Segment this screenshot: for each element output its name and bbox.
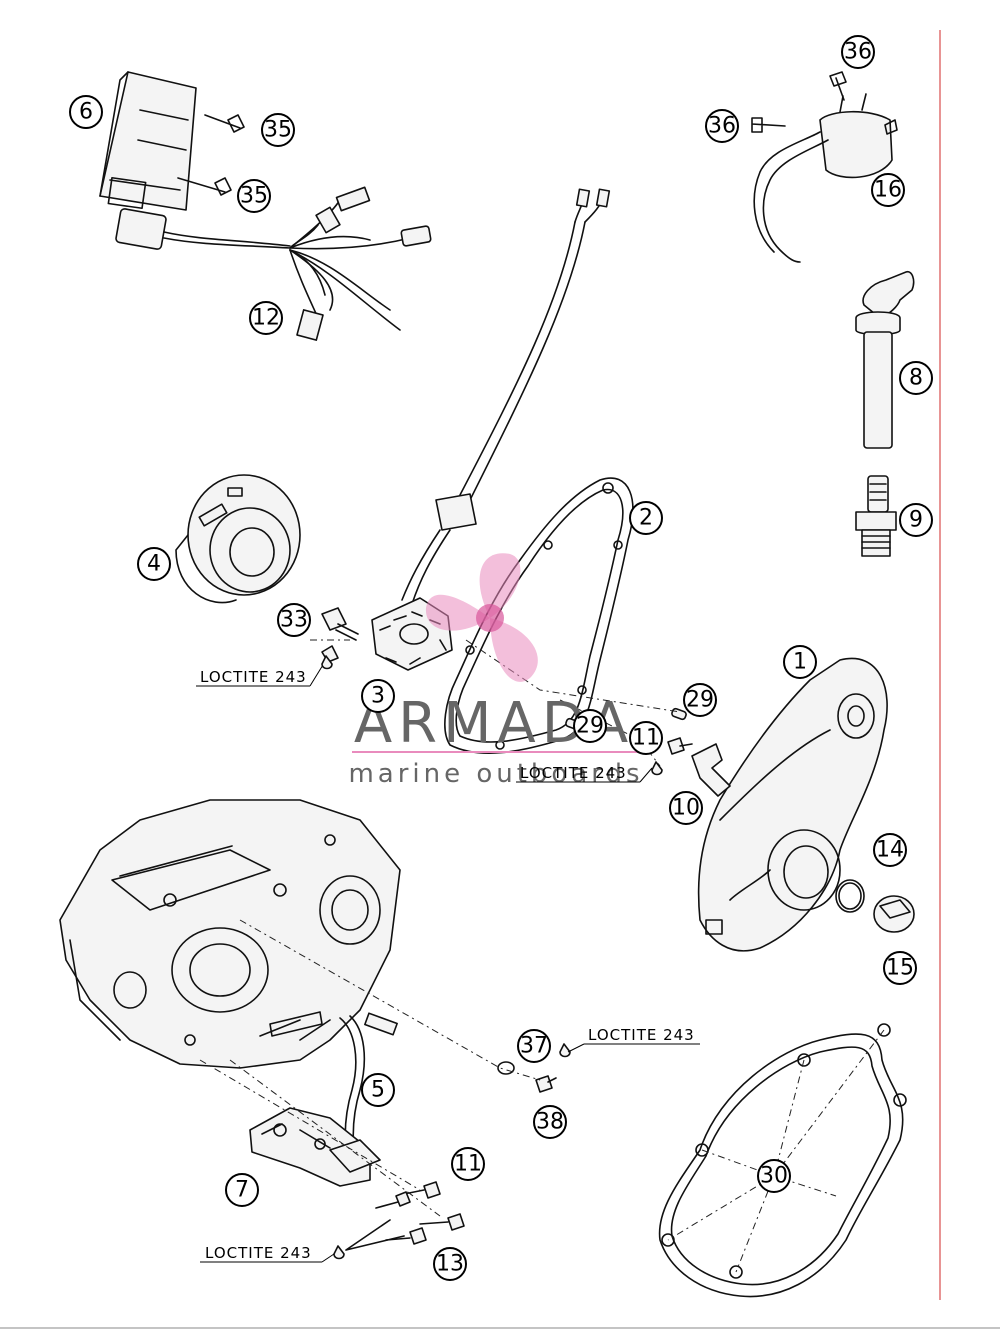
ignition-coil — [753, 93, 898, 263]
callout-12: 12 — [249, 301, 283, 335]
svg-text:29: 29 — [686, 688, 714, 713]
ignition-cover — [697, 657, 888, 952]
bolt-35-upper — [204, 114, 245, 133]
loctite-note-holder: LOCTITE 243 — [200, 1244, 335, 1263]
bolt-36-top — [829, 71, 847, 101]
o-ring — [835, 879, 865, 913]
callout-6: 6 — [69, 95, 103, 129]
svg-text:11: 11 — [632, 726, 660, 751]
callout-7: 7 — [225, 1173, 259, 1207]
callout-35-upper: 35 — [261, 113, 295, 147]
dowel-pin-upper — [671, 707, 687, 721]
svg-text:35: 35 — [240, 184, 268, 209]
callout-33: 33 — [277, 603, 311, 637]
callout-9: 9 — [899, 503, 933, 537]
svg-text:6: 6 — [79, 100, 93, 125]
svg-text:2: 2 — [639, 506, 653, 531]
cover-plug — [873, 895, 915, 933]
bolt-38 — [535, 1075, 557, 1093]
callout-37: 37 — [517, 1029, 551, 1063]
svg-text:33: 33 — [280, 608, 308, 633]
callout-35-lower: 35 — [237, 179, 271, 213]
svg-text:36: 36 — [708, 114, 736, 139]
spark-plug-connector — [855, 270, 915, 449]
svg-text:30: 30 — [760, 1164, 788, 1189]
svg-text:LOCTITE 243: LOCTITE 243 — [520, 764, 627, 782]
svg-text:13: 13 — [436, 1252, 464, 1277]
callout-11-lower: 11 — [451, 1147, 485, 1181]
svg-text:LOCTITE 243: LOCTITE 243 — [205, 1244, 312, 1262]
watermark-propeller-logo — [425, 553, 538, 682]
callout-30: 30 — [757, 1159, 791, 1193]
loctite-drop-37 — [559, 1043, 571, 1058]
svg-text:8: 8 — [909, 366, 923, 391]
watermark: ARMADA marine outboards — [348, 553, 643, 789]
svg-text:37: 37 — [520, 1034, 548, 1059]
outer-gasket — [658, 1023, 907, 1298]
svg-text:9: 9 — [909, 508, 923, 533]
svg-text:3: 3 — [371, 684, 385, 709]
holder-bolt-11 — [403, 1181, 441, 1199]
callout-14: 14 — [873, 833, 907, 867]
bolt-35-lower — [177, 177, 232, 196]
loctite-note-bolt-38: LOCTITE 243 — [567, 1026, 700, 1053]
loctite-note-stator: LOCTITE 243 — [196, 655, 333, 687]
svg-text:LOCTITE 243: LOCTITE 243 — [588, 1026, 695, 1044]
loctite-note-bracket: LOCTITE 243 — [516, 761, 663, 783]
svg-text:35: 35 — [264, 118, 292, 143]
callout-2: 2 — [629, 501, 663, 535]
svg-text:36: 36 — [844, 40, 872, 65]
callout-8: 8 — [899, 361, 933, 395]
flywheel-rotor — [175, 474, 301, 604]
callout-29-upper: 29 — [683, 683, 717, 717]
svg-text:29: 29 — [576, 714, 604, 739]
callout-3: 3 — [361, 679, 395, 713]
svg-text:14: 14 — [876, 838, 904, 863]
callout-1: 1 — [783, 645, 817, 679]
svg-text:12: 12 — [252, 306, 280, 331]
bracket-bolt — [667, 737, 693, 755]
svg-text:10: 10 — [672, 796, 700, 821]
callout-36-top: 36 — [841, 35, 875, 69]
callout-13: 13 — [433, 1247, 467, 1281]
callout-15: 15 — [883, 951, 917, 985]
svg-text:7: 7 — [235, 1178, 249, 1203]
callout-38: 38 — [533, 1105, 567, 1139]
cable-bracket — [691, 743, 731, 797]
callout-36-left: 36 — [705, 109, 739, 143]
wiring-harness — [115, 186, 432, 341]
svg-text:LOCTITE 243: LOCTITE 243 — [200, 668, 307, 686]
cdi-unit — [99, 71, 197, 211]
svg-text:15: 15 — [886, 956, 914, 981]
bolt-36-left — [751, 117, 786, 133]
svg-text:38: 38 — [536, 1110, 564, 1135]
svg-text:16: 16 — [874, 178, 902, 203]
stator-cable — [401, 188, 611, 605]
callout-29-lower: 29 — [573, 709, 607, 743]
callout-11-upper: 11 — [629, 721, 663, 755]
callout-16: 16 — [871, 173, 905, 207]
svg-text:1: 1 — [793, 650, 807, 675]
callout-10: 10 — [669, 791, 703, 825]
watermark-tagline: marine outboards — [348, 759, 643, 789]
svg-text:11: 11 — [454, 1152, 482, 1177]
callout-5: 5 — [361, 1073, 395, 1107]
washer-37 — [497, 1061, 515, 1075]
crankcase — [59, 799, 401, 1069]
svg-text:5: 5 — [371, 1078, 385, 1103]
flywheel-bolt — [321, 607, 359, 663]
svg-text:4: 4 — [147, 552, 161, 577]
sensor-holder — [249, 1107, 381, 1187]
callout-4: 4 — [137, 547, 171, 581]
spark-plug — [855, 475, 897, 557]
holder-bolts-13 — [333, 1191, 465, 1260]
